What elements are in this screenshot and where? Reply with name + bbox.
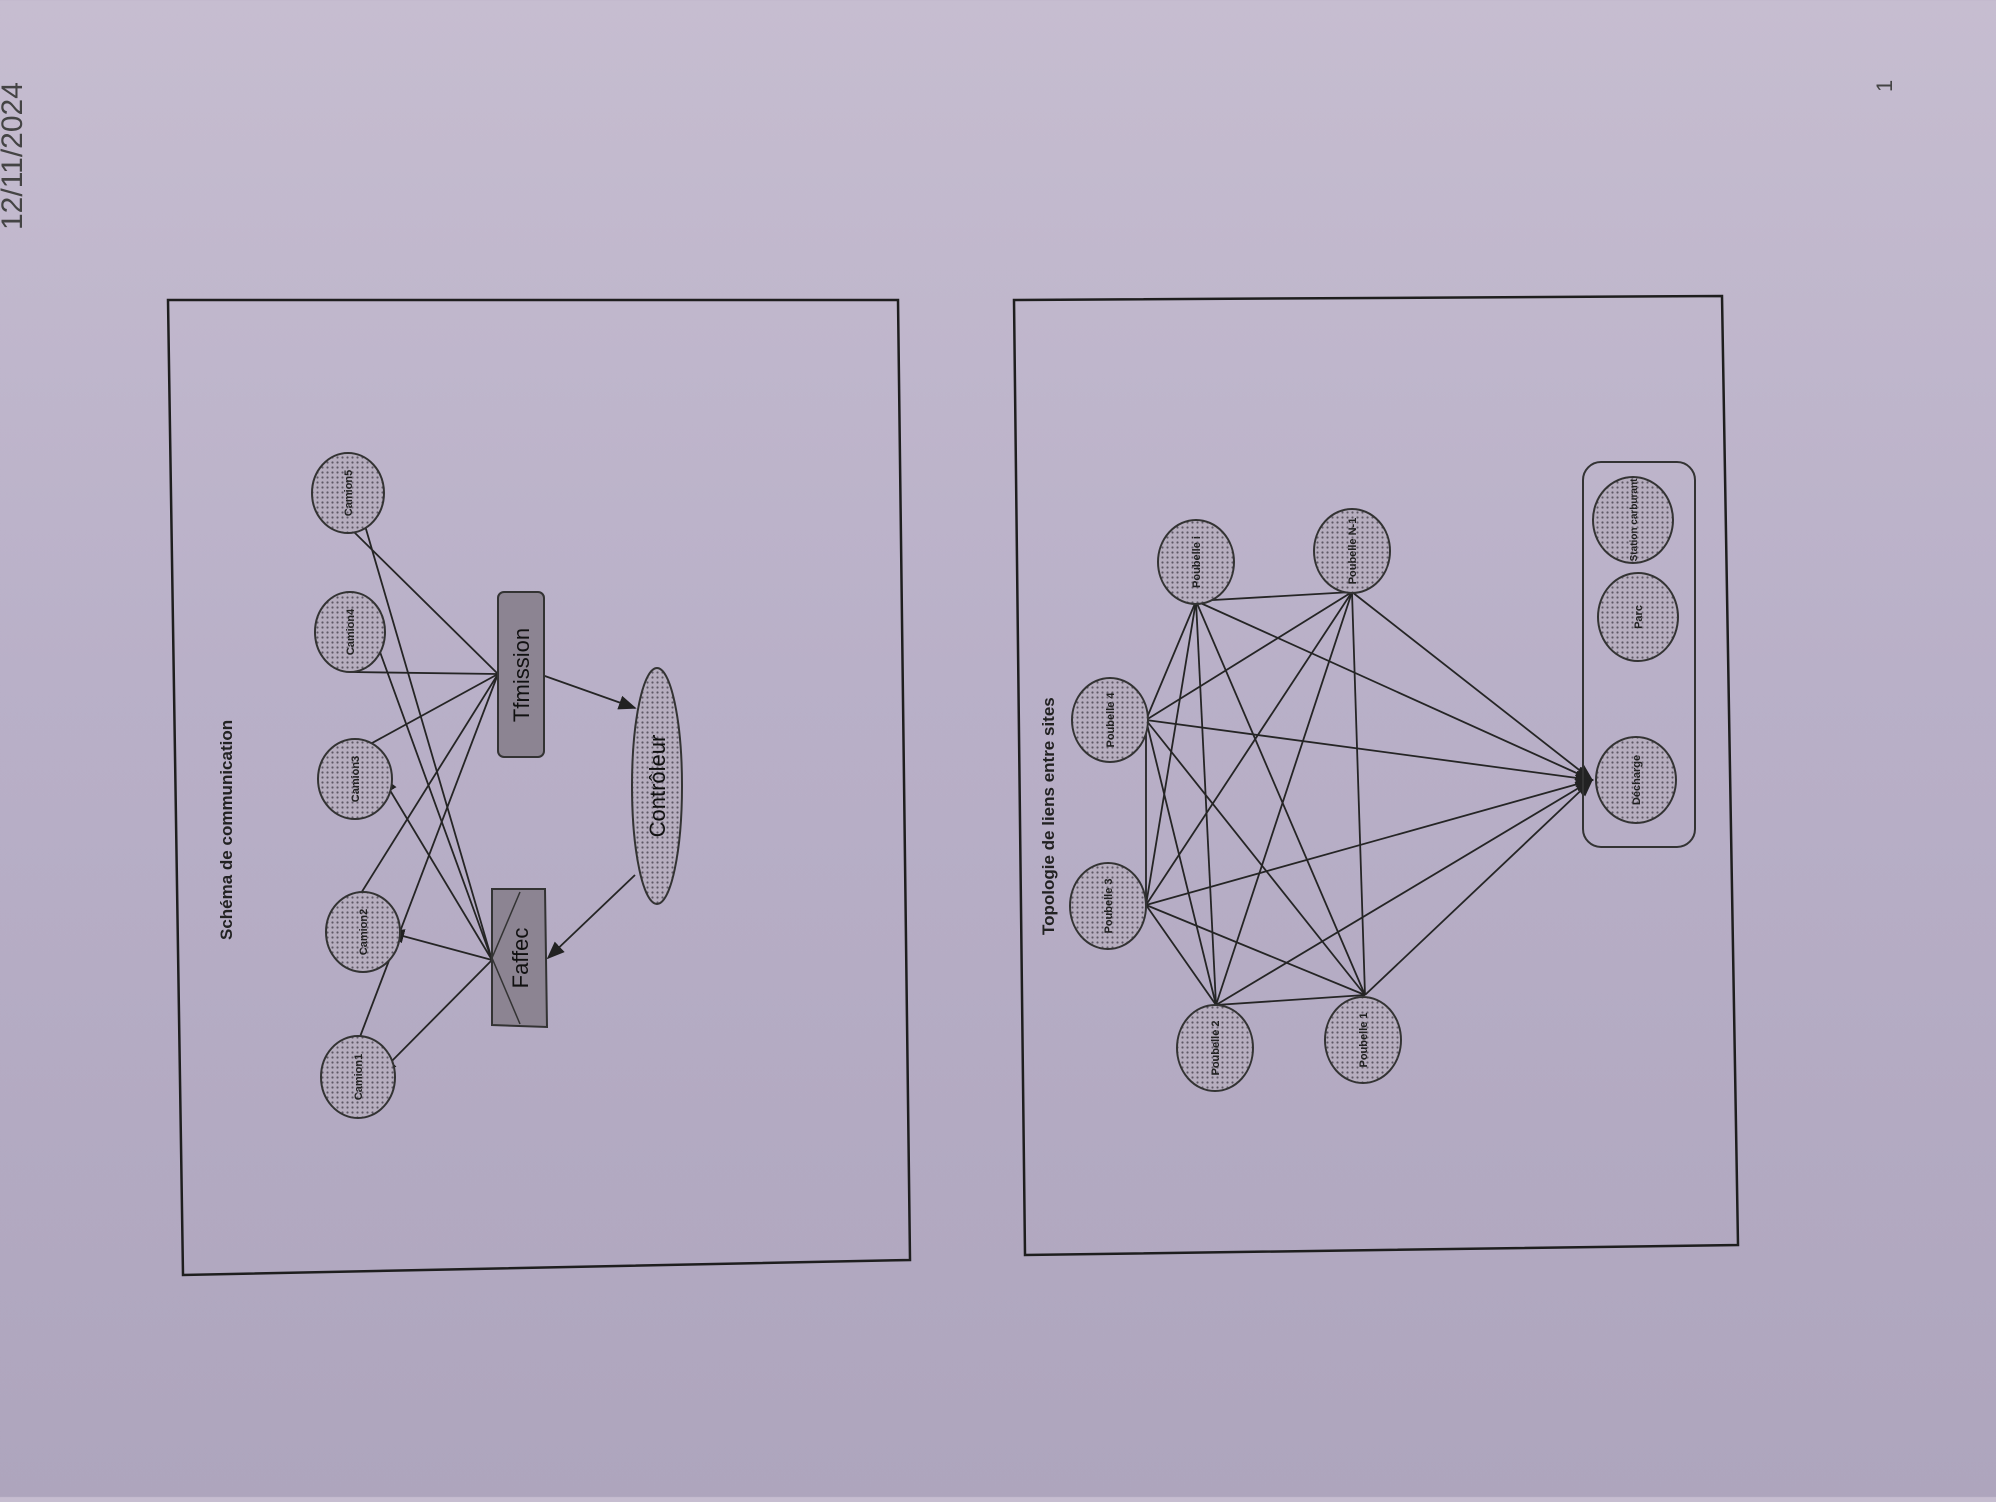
svg-text:Poubelle 4: Poubelle 4 xyxy=(1105,692,1117,748)
node-tfmission: Tfmission xyxy=(497,591,545,758)
diagram-frame xyxy=(166,298,912,1277)
node-camion2: Camion2 xyxy=(325,891,401,973)
node-poubelle-1: Poubelle 1 xyxy=(1324,996,1402,1084)
node-poubelle-3: Poubelle 3 xyxy=(1069,862,1147,950)
node-poubelle-2: Poubelle 2 xyxy=(1176,1004,1254,1092)
svg-text:Camion4: Camion4 xyxy=(345,608,357,655)
node-controleur: Contrôleur xyxy=(631,667,683,905)
svg-text:Camion3: Camion3 xyxy=(350,756,362,802)
diagram-communication: Schéma de communication Camion1 Cam xyxy=(166,298,912,1277)
svg-text:Faffec: Faffec xyxy=(508,928,533,989)
svg-text:Poubelle 2: Poubelle 2 xyxy=(1210,1020,1222,1075)
diagram-topology: Topologie de liens entre sites xyxy=(1012,294,1740,1257)
svg-text:Camion5: Camion5 xyxy=(343,470,355,516)
svg-text:Poubelle i: Poubelle i xyxy=(1191,536,1203,588)
svg-text:Poubelle 1: Poubelle 1 xyxy=(1358,1012,1370,1067)
svg-text:Poubelle 3: Poubelle 3 xyxy=(1103,878,1115,933)
svg-text:Tfmission: Tfmission xyxy=(509,628,534,722)
diagram-frame xyxy=(1012,294,1740,1257)
date-text: 12/11/2024 xyxy=(0,82,29,230)
diagram-title: Topologie de liens entre sites xyxy=(1039,697,1058,935)
svg-text:Camion1: Camion1 xyxy=(353,1054,365,1100)
svg-text:Camion2: Camion2 xyxy=(358,909,370,955)
page-number: 1 xyxy=(1872,80,1897,92)
edges xyxy=(349,487,637,1075)
svg-text:Décharge: Décharge xyxy=(1631,755,1643,805)
svg-text:Contrôleur: Contrôleur xyxy=(645,735,670,838)
node-faffec: Faffec xyxy=(491,888,549,1029)
node-station-carburant: Station carburant xyxy=(1592,476,1674,564)
svg-text:Poubelle N-1: Poubelle N-1 xyxy=(1347,518,1359,585)
svg-text:Parc: Parc xyxy=(1633,605,1645,629)
node-poubelle-i: Poubelle i xyxy=(1157,519,1235,605)
node-poubelle-n-1: Poubelle N-1 xyxy=(1313,508,1391,594)
node-parc: Parc xyxy=(1597,572,1679,662)
edges xyxy=(1145,591,1594,1006)
node-camion4: Camion4 xyxy=(314,591,386,673)
node-decharge: Décharge xyxy=(1595,736,1677,824)
depot-group: Décharge Parc Station carburant xyxy=(1582,461,1696,848)
node-poubelle-4: Poubelle 4 xyxy=(1071,677,1149,763)
svg-text:Station carburant: Station carburant xyxy=(1629,478,1640,561)
node-camion3: Camion3 xyxy=(317,738,393,820)
node-camion1: Camion1 xyxy=(320,1035,396,1119)
diagram-title: Schéma de communication xyxy=(217,720,236,940)
node-camion5: Camion5 xyxy=(311,452,385,534)
